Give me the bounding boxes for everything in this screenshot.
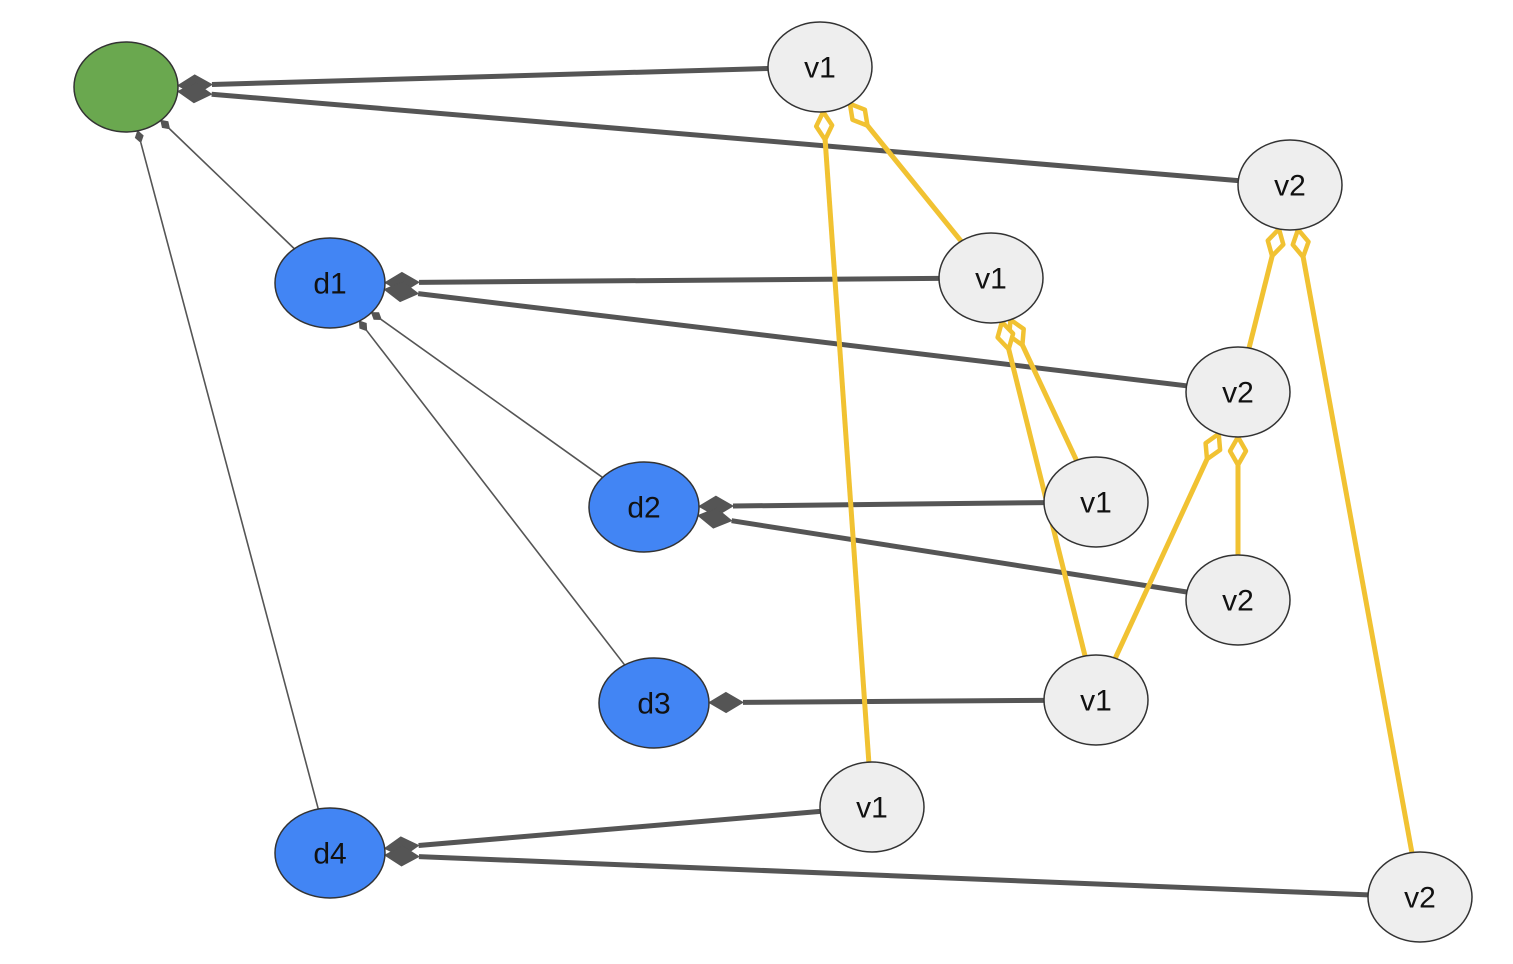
edge-yellow-open-diamond-d4_v1-to-root_v1 (813, 109, 872, 763)
edge-diamond-d4_v2-to-d4 (383, 845, 1369, 898)
version-node-root_v1: v1 (767, 21, 873, 113)
open-diamond-head (1227, 434, 1249, 468)
version-node-shape (1043, 654, 1149, 746)
root-node-shape (73, 41, 179, 133)
dir-node-d3: d3 (598, 657, 710, 749)
edge-thin-arrow-d1-to-root (160, 119, 295, 250)
open-diamond-head (1290, 227, 1311, 260)
edge-diamond-d1_v1-to-d1 (384, 271, 940, 294)
root-node-root (73, 41, 179, 133)
dir-node-shape (274, 237, 386, 329)
node-label: v1 (975, 263, 1007, 296)
node-label: d4 (313, 838, 346, 871)
edge-line (211, 65, 769, 88)
edge-line (418, 808, 821, 848)
edge-line (380, 318, 604, 479)
open-diamond-head (1203, 431, 1223, 462)
node-label: v1 (1080, 685, 1112, 718)
filled-diamond-head (383, 281, 420, 303)
edge-line (742, 697, 1045, 705)
dir-node-shape (588, 461, 700, 553)
version-node-d2_v1: v1 (1043, 456, 1149, 548)
filled-diamond-head (697, 507, 733, 529)
arrow-head (160, 119, 171, 130)
version-node-d3_v1: v1 (1043, 654, 1149, 746)
edge-line (168, 128, 295, 250)
edge-line (1246, 255, 1275, 349)
version-node-shape (1185, 554, 1291, 646)
dir-node-shape (274, 807, 386, 899)
edge-line (418, 854, 1369, 898)
arrow-head (370, 312, 382, 321)
version-node-d1_v1: v1 (938, 232, 1044, 324)
edge-line (865, 124, 964, 243)
edge-thin-arrow-d4-to-root (134, 130, 320, 810)
version-node-d2_v2: v2 (1185, 554, 1291, 646)
version-node-shape (1237, 139, 1343, 231)
edge-line (1020, 343, 1079, 462)
open-diamond-head (995, 319, 1016, 352)
dir-node-d2: d2 (588, 461, 700, 553)
version-node-shape (938, 232, 1044, 324)
open-diamond-head (1265, 226, 1286, 259)
version-node-shape (1367, 851, 1473, 943)
nodes-layer: d1 d2 d3 d4 v1 v2 v1 v2 v1 v2 v1 v1 v2 (73, 21, 1473, 943)
filled-diamond-head (708, 691, 744, 714)
edge-diamond-d2_v2-to-d2 (697, 507, 1188, 595)
node-label: v2 (1404, 882, 1436, 915)
edge-diamond-root_v1-to-root (177, 65, 769, 96)
edge-yellow-open-diamond-d4_v2-to-root_v2 (1290, 227, 1415, 854)
edge-line (1300, 256, 1415, 854)
edge-yellow-open-diamond-d1_v2-to-root_v2 (1246, 226, 1286, 349)
edge-line (822, 139, 872, 763)
edge-yellow-open-diamond-d1_v1-to-root_v1 (847, 101, 964, 243)
edge-diamond-d3_v1-to-d3 (708, 691, 1045, 714)
edge-line (731, 518, 1188, 595)
arrow-head (358, 320, 368, 332)
node-label: v2 (1222, 377, 1254, 410)
filled-diamond-head (383, 845, 420, 867)
open-diamond-head (813, 109, 835, 143)
dir-node-d4: d4 (274, 807, 386, 899)
edge-yellow-open-diamond-d2_v2-to-d1_v2 (1227, 434, 1249, 555)
version-node-d4_v1: v1 (819, 761, 925, 853)
dir-node-d1: d1 (274, 237, 386, 329)
node-label: d1 (313, 268, 346, 301)
edge-thin-arrow-d2-to-d1 (370, 312, 604, 479)
node-label: v1 (804, 52, 836, 85)
edge-diamond-d1_v2-to-d1 (383, 281, 1187, 389)
node-label: d2 (627, 492, 660, 525)
version-node-d1_v2: v2 (1185, 346, 1291, 438)
edge-line (211, 91, 1239, 184)
edge-line (366, 330, 626, 666)
edge-diamond-root_v2-to-root (176, 82, 1239, 184)
edge-line (139, 142, 320, 810)
edge-line (1112, 458, 1210, 660)
dir-node-shape (598, 657, 710, 749)
edges-layer (134, 65, 1415, 898)
edge-yellow-open-diamond-d3_v1-to-d1_v2 (1112, 431, 1223, 660)
node-label: v2 (1274, 170, 1306, 203)
edge-thin-arrow-d3-to-d1 (358, 320, 626, 666)
arrow-head (134, 130, 144, 144)
filled-diamond-head (176, 82, 213, 104)
version-node-shape (767, 21, 873, 113)
version-node-shape (819, 761, 925, 853)
open-diamond-head (847, 101, 870, 128)
version-node-shape (1185, 346, 1291, 438)
node-label: v1 (856, 792, 888, 825)
edge-line (417, 291, 1187, 389)
edge-diamond-d2_v1-to-d2 (698, 495, 1045, 517)
version-node-root_v2: v2 (1237, 139, 1343, 231)
edge-line (732, 500, 1045, 509)
node-label: d3 (637, 688, 670, 721)
node-label: v1 (1080, 487, 1112, 520)
node-label: v2 (1222, 585, 1254, 618)
version-node-d4_v2: v2 (1367, 851, 1473, 943)
edge-line (418, 275, 940, 285)
version-node-shape (1043, 456, 1149, 548)
edge-diamond-d4_v1-to-d4 (383, 808, 821, 858)
